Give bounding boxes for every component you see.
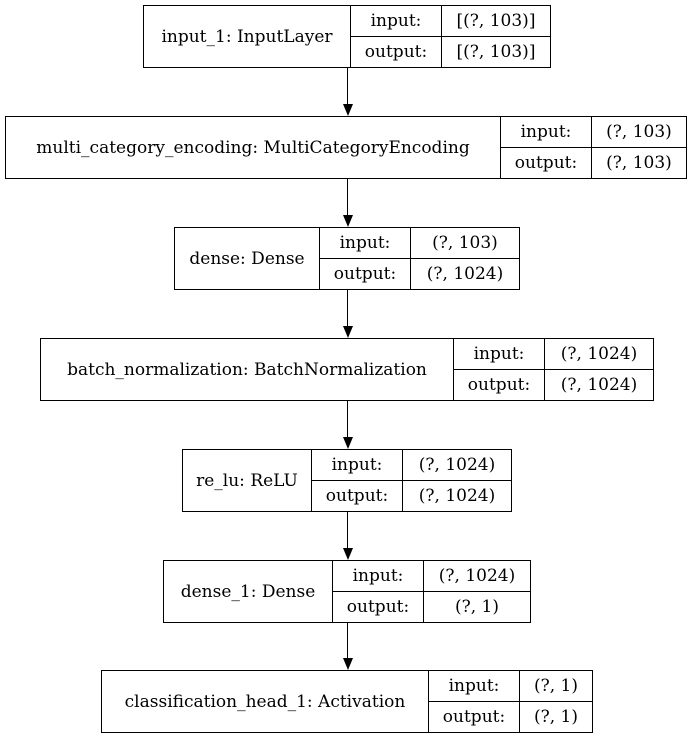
input-shape: [(?, 103)] <box>456 11 536 31</box>
output-row: output: (?, 1) <box>429 701 592 732</box>
layer-io-table: input: (?, 1024) output: (?, 1024) <box>312 450 511 511</box>
input-label: input: <box>454 339 545 369</box>
output-row: output: (?, 1024) <box>454 369 653 400</box>
layer-name: dense_1: Dense <box>164 561 333 622</box>
output-label: output: <box>454 370 545 400</box>
edge-line <box>347 512 348 548</box>
input-row: input: (?, 1024) <box>312 450 511 480</box>
layer-name: multi_category_encoding: MultiCategoryEn… <box>6 117 501 178</box>
layer-name: batch_normalization: BatchNormalization <box>41 339 454 400</box>
output-shape: (?, 1) <box>533 707 578 727</box>
layer-name: input_1: InputLayer <box>144 6 351 67</box>
input-shape: (?, 1024) <box>560 344 638 364</box>
arrowhead-icon <box>342 326 353 338</box>
input-label: input: <box>320 228 411 258</box>
layer-name: dense: Dense <box>175 228 320 289</box>
input-label: input: <box>351 6 442 36</box>
output-shape: (?, 1) <box>454 597 499 617</box>
arrowhead-icon <box>342 215 353 227</box>
edge-line <box>347 290 348 326</box>
layer-name: re_lu: ReLU <box>183 450 312 511</box>
output-row: output: (?, 1024) <box>320 258 519 289</box>
output-label: output: <box>351 37 442 67</box>
layer-io-table: input: (?, 1024) output: (?, 1024) <box>454 339 653 400</box>
output-label: output: <box>429 702 520 732</box>
layer-io-table: input: (?, 1024) output: (?, 1) <box>333 561 530 622</box>
edge-line <box>347 623 348 658</box>
input-shape: (?, 103) <box>606 122 672 142</box>
input-row: input: (?, 1024) <box>333 561 530 591</box>
input-shape: (?, 103) <box>432 233 498 253</box>
edge-line <box>347 179 348 215</box>
input-label: input: <box>312 450 403 480</box>
input-shape: (?, 1) <box>533 676 578 696</box>
input-row: input: (?, 1) <box>429 671 592 701</box>
edge-line <box>347 401 348 437</box>
input-row: input: (?, 103) <box>501 117 686 147</box>
output-row: output: (?, 1) <box>333 591 530 622</box>
input-label: input: <box>501 117 592 147</box>
output-shape: (?, 1024) <box>426 264 504 284</box>
input-shape: (?, 1024) <box>438 566 516 586</box>
input-row: input: [(?, 103)] <box>351 6 550 36</box>
output-shape: (?, 1024) <box>418 486 496 506</box>
output-label: output: <box>312 481 403 511</box>
output-label: output: <box>333 592 424 622</box>
layer-io-table: input: (?, 103) output: (?, 103) <box>501 117 686 178</box>
output-label: output: <box>320 259 411 289</box>
arrowhead-icon <box>342 104 353 116</box>
output-shape: (?, 103) <box>606 153 672 173</box>
layer-node: multi_category_encoding: MultiCategoryEn… <box>5 116 687 179</box>
arrowhead-icon <box>342 548 353 560</box>
input-shape: (?, 1024) <box>418 455 496 475</box>
arrowhead-icon <box>342 437 353 449</box>
edge-line <box>347 68 348 104</box>
layer-name: classification_head_1: Activation <box>102 671 429 732</box>
output-row: output: (?, 1024) <box>312 480 511 511</box>
arrowhead-icon <box>342 658 353 670</box>
output-row: output: (?, 103) <box>501 147 686 178</box>
output-label: output: <box>501 148 592 178</box>
input-row: input: (?, 1024) <box>454 339 653 369</box>
output-shape: (?, 1024) <box>560 375 638 395</box>
output-row: output: [(?, 103)] <box>351 36 550 67</box>
input-label: input: <box>429 671 520 701</box>
output-shape: [(?, 103)] <box>456 42 536 62</box>
layer-io-table: input: [(?, 103)] output: [(?, 103)] <box>351 6 550 67</box>
layer-io-table: input: (?, 103) output: (?, 1024) <box>320 228 519 289</box>
input-row: input: (?, 103) <box>320 228 519 258</box>
layer-io-table: input: (?, 1) output: (?, 1) <box>429 671 592 732</box>
input-label: input: <box>333 561 424 591</box>
